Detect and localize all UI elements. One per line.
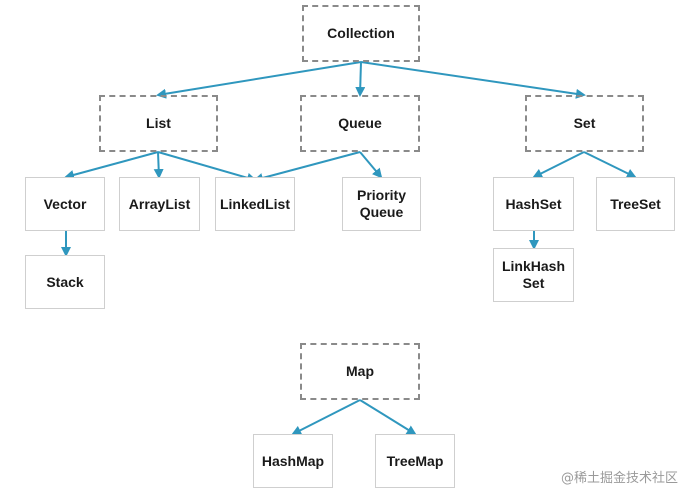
vector-label: Vector <box>43 195 87 212</box>
vector-node: Vector <box>25 177 105 231</box>
edge-collection-to-list <box>156 61 362 99</box>
arraylist-node: ArrayList <box>119 177 200 231</box>
edge-queue-to-priorityqueue <box>359 151 383 179</box>
treemap-node: TreeMap <box>375 434 455 488</box>
edge-list-to-vector <box>64 151 159 180</box>
hashmap-label: HashMap <box>261 452 325 469</box>
edge-list-to-linkedlist <box>157 151 257 183</box>
set-label: Set <box>573 115 596 131</box>
queue-node: Queue <box>300 95 420 152</box>
arraylist-label: ArrayList <box>128 195 191 212</box>
hashmap-node: HashMap <box>253 434 333 488</box>
edge-map-to-treemap <box>359 399 417 436</box>
linkedhashset-node: LinkHash Set <box>493 248 574 302</box>
stack-node: Stack <box>25 255 105 309</box>
map-label: Map <box>346 363 374 379</box>
list-node: List <box>99 95 218 152</box>
edge-set-to-hashset <box>532 151 585 178</box>
edge-map-to-hashmap <box>291 399 361 435</box>
priorityqueue-node: Priority Queue <box>342 177 421 231</box>
edge-collection-to-set <box>360 61 586 99</box>
watermark: @稀土掘金技术社区 <box>560 471 678 486</box>
stack-label: Stack <box>46 273 84 290</box>
edge-collection-to-queue <box>355 61 366 97</box>
set-node: Set <box>525 95 644 152</box>
queue-label: Queue <box>338 115 382 131</box>
edge-queue-to-linkedlist <box>253 151 361 183</box>
list-label: List <box>146 115 171 131</box>
priorityqueue-label: Priority Queue <box>356 187 406 220</box>
linkedhashset-label: LinkHash Set <box>501 258 565 291</box>
hashset-node: HashSet <box>493 177 574 231</box>
treeset-node: TreeSet <box>596 177 675 231</box>
edge-list-to-arraylist <box>153 151 164 179</box>
linkedlist-node: LinkedList <box>215 177 295 231</box>
linkedlist-label: LinkedList <box>219 195 290 212</box>
treeset-label: TreeSet <box>610 195 661 212</box>
hashset-label: HashSet <box>505 195 562 212</box>
collection-node: Collection <box>302 5 420 62</box>
treemap-label: TreeMap <box>386 452 444 469</box>
edge-set-to-treeset <box>583 151 637 178</box>
collection-label: Collection <box>327 25 395 41</box>
map-node: Map <box>300 343 420 400</box>
